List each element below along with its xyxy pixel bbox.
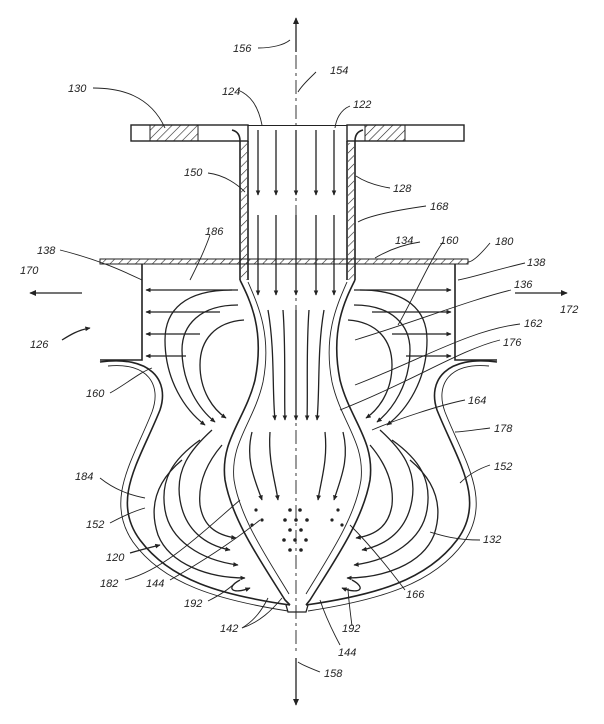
label-162: 162 [524, 318, 542, 330]
label-168: 168 [430, 201, 449, 213]
label-136: 136 [514, 279, 533, 291]
outer-housing [99, 264, 498, 612]
label-160-top: 160 [440, 235, 459, 247]
label-122: 122 [353, 99, 371, 111]
label-172: 172 [560, 304, 578, 316]
label-144-bottom: 144 [338, 647, 356, 659]
label-126: 126 [30, 339, 49, 351]
label-134: 134 [395, 235, 413, 247]
label-186: 186 [205, 226, 224, 238]
label-142: 142 [220, 623, 238, 635]
label-120: 120 [106, 552, 125, 564]
label-150: 150 [184, 167, 203, 179]
label-156: 156 [233, 43, 252, 55]
label-166: 166 [406, 589, 425, 601]
inlet-tube [231, 129, 364, 280]
spray-dots [250, 508, 344, 552]
label-138-left: 138 [37, 245, 56, 257]
leader-lines [59, 39, 526, 673]
outlet-arrows [29, 289, 568, 554]
central-flow [248, 130, 347, 501]
label-170: 170 [20, 265, 39, 277]
inner-nozzle [223, 279, 372, 613]
label-160-left: 160 [86, 388, 105, 400]
label-180: 180 [495, 236, 514, 248]
label-130: 130 [68, 83, 87, 95]
label-152-left: 152 [86, 519, 104, 531]
label-158: 158 [324, 668, 343, 680]
label-124: 124 [222, 86, 240, 98]
left-recirculation [145, 287, 251, 592]
label-182: 182 [100, 578, 118, 590]
label-138-right: 138 [527, 257, 546, 269]
label-128: 128 [393, 183, 412, 195]
label-184: 184 [75, 471, 93, 483]
label-192-left: 192 [184, 598, 202, 610]
label-176: 176 [503, 337, 522, 349]
top-flange [130, 124, 465, 142]
label-152-right: 152 [494, 461, 512, 473]
reference-labels: 156 154 130 124 122 150 128 168 186 134 … [20, 43, 578, 680]
label-132: 132 [483, 534, 501, 546]
label-144-left: 144 [146, 578, 164, 590]
label-178: 178 [494, 423, 513, 435]
right-recirculation [341, 287, 452, 592]
label-164: 164 [468, 395, 486, 407]
label-154: 154 [330, 65, 348, 77]
plate [99, 258, 469, 265]
label-192-right: 192 [342, 623, 360, 635]
